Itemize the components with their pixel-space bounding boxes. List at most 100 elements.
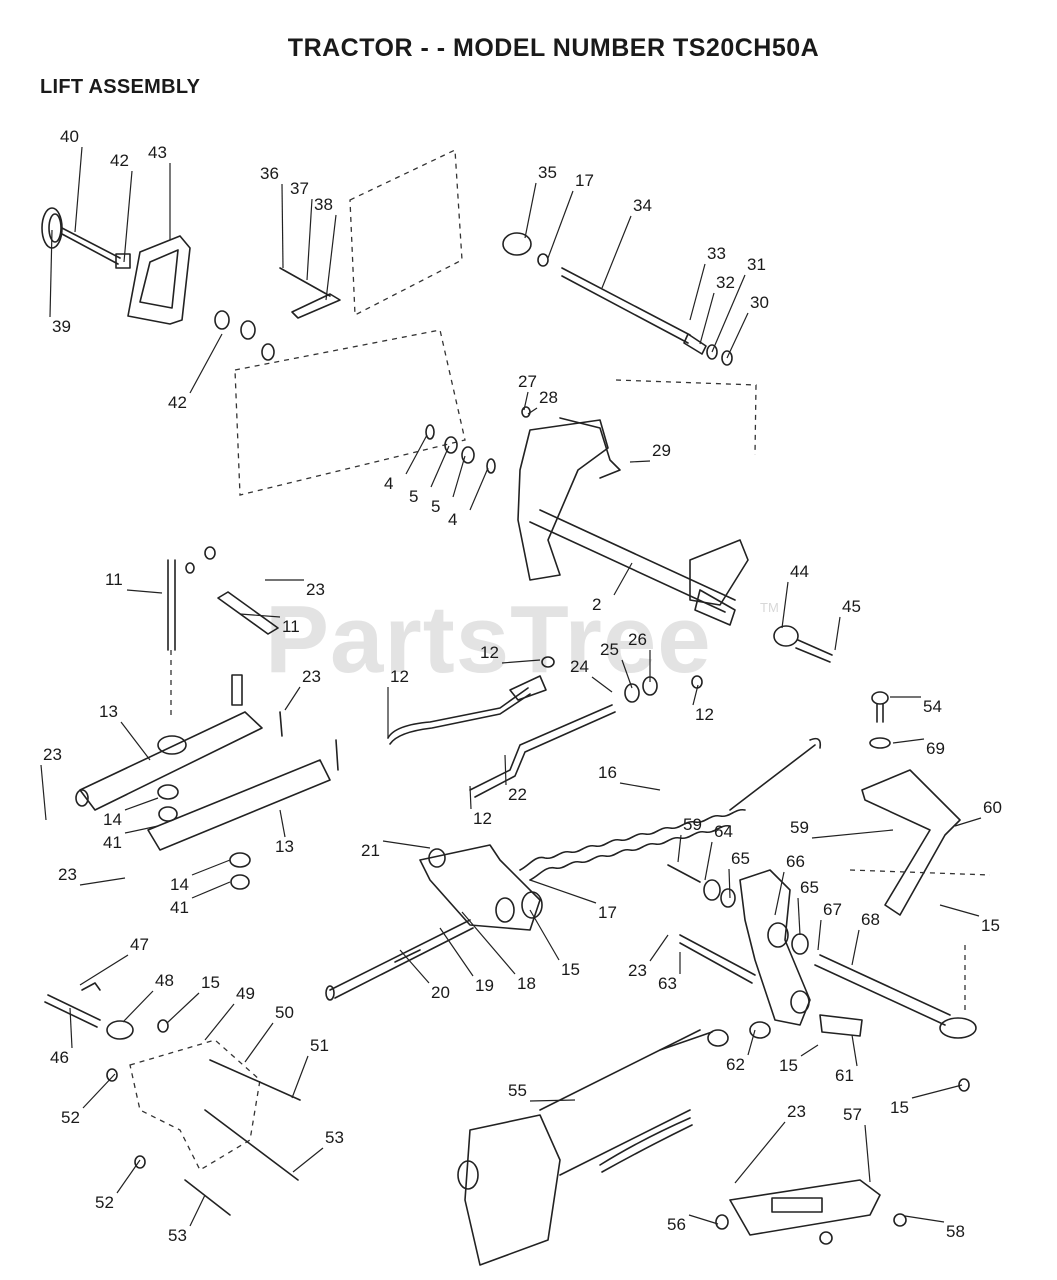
leader-line xyxy=(501,659,541,664)
leader-line xyxy=(166,992,200,1024)
leader-line xyxy=(629,460,651,463)
leader-line xyxy=(834,616,841,651)
shaft-34 xyxy=(502,232,757,456)
leader-line xyxy=(774,871,785,916)
leader-line xyxy=(279,809,286,838)
leader-line xyxy=(189,1194,206,1227)
pivot-bracket-18 xyxy=(325,844,543,1001)
callout-label: 11 xyxy=(105,570,123,589)
callout-label: 15 xyxy=(561,960,580,979)
callout-label: 35 xyxy=(538,163,557,182)
callout-label: 62 xyxy=(726,1055,745,1074)
leader-line xyxy=(688,1214,719,1225)
callout-label: 33 xyxy=(707,244,726,263)
lower-bracket-50 xyxy=(44,982,301,1216)
leader-line xyxy=(399,949,430,984)
callout-label: 19 xyxy=(475,976,494,995)
leader-line xyxy=(292,1147,324,1173)
callout-label: 23 xyxy=(58,865,77,884)
callout-label: 61 xyxy=(835,1066,854,1085)
leader-line xyxy=(911,1084,963,1099)
callout-label: 12 xyxy=(695,705,714,724)
callout-label: 59 xyxy=(790,818,809,837)
callout-label: 23 xyxy=(787,1102,806,1121)
leader-line xyxy=(734,1121,786,1184)
callout-label: 67 xyxy=(823,900,842,919)
watermark: PartsTree xyxy=(265,586,712,693)
leader-line xyxy=(405,434,428,475)
leader-line xyxy=(529,1099,576,1102)
lift-bracket-60 xyxy=(667,691,991,1092)
leader-line xyxy=(547,190,574,259)
callout-label: 12 xyxy=(480,643,499,662)
callout-label: 23 xyxy=(302,667,321,686)
leader-line xyxy=(800,1044,819,1057)
callout-label: 2 xyxy=(592,595,602,614)
callout-label: 37 xyxy=(290,179,309,198)
callout-label: 27 xyxy=(518,372,537,391)
callout-label: 5 xyxy=(431,497,441,516)
callout-label: 65 xyxy=(731,849,750,868)
callout-label: 51 xyxy=(310,1036,329,1055)
callout-label: 5 xyxy=(409,487,419,506)
frame-plate xyxy=(234,149,466,496)
leader-line xyxy=(325,214,337,301)
callout-label: 49 xyxy=(236,984,255,1003)
callout-label: 53 xyxy=(325,1128,344,1147)
leader-line xyxy=(461,911,516,975)
callout-label: 16 xyxy=(598,763,617,782)
linkage-rods-22 xyxy=(387,656,703,798)
callout-label: 64 xyxy=(714,822,733,841)
leader-line xyxy=(79,954,129,986)
callout-label: 48 xyxy=(155,971,174,990)
leader-line xyxy=(49,229,53,318)
leader-line xyxy=(726,312,749,359)
leader-line xyxy=(619,782,661,791)
leader-line xyxy=(601,215,632,289)
callout-label: 46 xyxy=(50,1048,69,1067)
leader-line xyxy=(82,1073,116,1109)
leader-line xyxy=(591,676,613,693)
callout-label: 14 xyxy=(103,810,122,829)
callout-label: 12 xyxy=(473,809,492,828)
callout-label: 15 xyxy=(201,973,220,992)
callout-label: 60 xyxy=(983,798,1002,817)
leader-lines xyxy=(40,146,982,1227)
actuator-55 xyxy=(457,1029,729,1266)
spring-16 xyxy=(519,737,822,881)
callout-label: 17 xyxy=(598,903,617,922)
leader-line xyxy=(728,868,731,899)
callout-label: 38 xyxy=(314,195,333,214)
leader-line xyxy=(120,721,151,761)
clamp-57 xyxy=(715,1179,907,1245)
callout-label: 66 xyxy=(786,852,805,871)
callout-label: 40 xyxy=(60,127,79,146)
callout-label: 17 xyxy=(575,171,594,190)
leader-line xyxy=(704,841,713,881)
callout-label: 14 xyxy=(170,875,189,894)
callout-label: 57 xyxy=(843,1105,862,1124)
callout-label: 26 xyxy=(628,630,647,649)
leader-line xyxy=(781,581,789,629)
lift-knob-housing xyxy=(41,207,275,361)
callout-label: 42 xyxy=(110,151,129,170)
callout-label: 53 xyxy=(168,1226,187,1245)
callout-label: 43 xyxy=(148,143,167,162)
callout-label: 23 xyxy=(43,745,62,764)
callout-label: 11 xyxy=(282,617,300,636)
leader-line xyxy=(649,934,669,962)
leader-line xyxy=(124,797,159,811)
leader-line xyxy=(189,333,223,394)
callout-label: 47 xyxy=(130,935,149,954)
leader-line xyxy=(711,274,746,353)
callout-label: 31 xyxy=(747,255,766,274)
leader-line xyxy=(747,1029,756,1056)
leader-line xyxy=(430,445,450,488)
leader-line xyxy=(191,859,231,876)
leader-line xyxy=(469,467,489,511)
callout-label: 30 xyxy=(750,293,769,312)
callout-label: 4 xyxy=(448,510,458,529)
callout-label: 25 xyxy=(600,640,619,659)
callout-label: 52 xyxy=(95,1193,114,1212)
